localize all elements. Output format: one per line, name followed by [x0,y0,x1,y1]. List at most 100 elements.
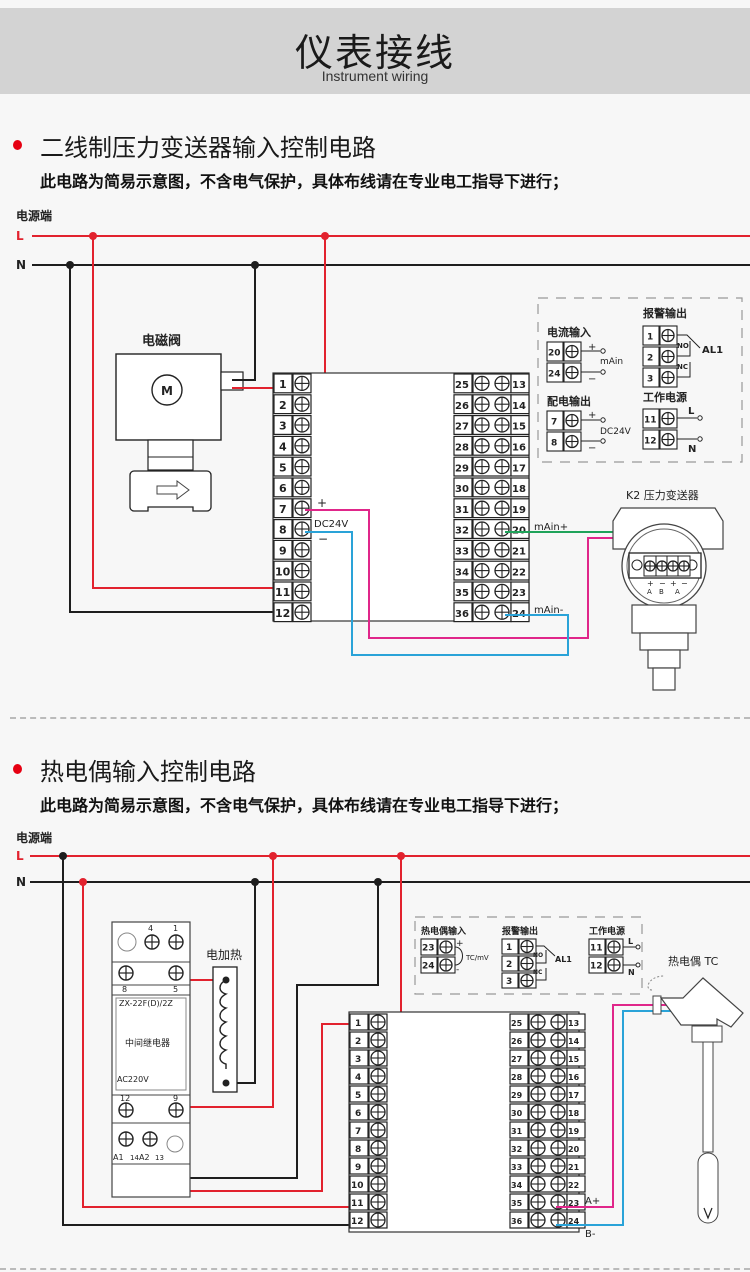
terminal-screw-icon [439,958,453,972]
terminal-screw-icon [565,413,579,428]
svg-text:13: 13 [512,380,526,391]
svg-text:7: 7 [279,503,287,516]
svg-text:2: 2 [355,1037,361,1047]
terminal-screw-icon [439,940,453,954]
transmitter-pin-label: A [647,588,652,596]
legend-terminal-7: 7 [546,410,582,431]
terminal-screw-icon [550,1014,566,1030]
terminal-screw-icon [370,1176,386,1192]
terminal-screw-icon [494,604,510,620]
pressure-transmitter-icon [612,507,724,691]
terminal-screw-icon [550,1104,566,1120]
terminal-screw-icon [294,500,310,516]
svg-text:电流输入: 电流输入 [547,325,591,339]
svg-text:热电偶输入: 热电偶输入 [421,925,466,937]
bullet-icon [13,764,22,774]
terminal-8: 8 [349,1139,388,1157]
page-subtitle: Instrument wiring [321,68,429,84]
svg-text:9: 9 [173,1094,178,1103]
terminal-screw-icon [565,344,579,359]
svg-text:32: 32 [511,1145,522,1154]
svg-text:12: 12 [275,607,290,620]
relay-model: ZX-22F(D)/2Z [119,999,173,1008]
svg-text:14: 14 [130,1154,139,1162]
svg-text:27: 27 [455,422,469,433]
terminal-5: 5 [273,456,312,477]
svg-text:22: 22 [568,1181,579,1190]
svg-text:35: 35 [511,1199,523,1208]
section1-title: 二线制压力变送器输入控制电路 [40,134,376,162]
terminal-screw-icon [530,1158,546,1174]
terminal-5: 5 [349,1085,388,1103]
legend-terminal-20: 20 [546,341,582,362]
svg-text:−: − [588,374,596,385]
svg-text:N: N [628,968,635,977]
terminal-screw-icon [494,542,510,558]
svg-text:5: 5 [173,985,178,994]
legend-terminal-1: 1 [642,325,678,346]
terminal-screw-icon [494,375,510,392]
svg-text:21: 21 [568,1163,580,1172]
terminal-11: 11 [349,1193,388,1211]
dc24v-label: DC24V [314,519,348,530]
terminal-11: 11 [273,581,312,602]
terminal-screw-icon [530,1176,546,1192]
legend-box [537,297,743,463]
relay-labels: 4 1 8 5 ZX-22F(D)/2Z 中间继电器 AC220V 12 9 A… [113,924,178,1162]
svg-text:33: 33 [511,1163,522,1172]
terminal-1: 1 [273,373,312,394]
svg-text:1: 1 [355,1019,361,1029]
terminal-9: 9 [349,1157,388,1175]
svg-text:NO: NO [533,952,543,959]
svg-text:23: 23 [512,588,526,599]
power-source-label: 电源端 [16,208,52,223]
wire-live-to-11 [92,236,300,589]
terminal-screw-icon [294,458,310,475]
terminal-screw-icon [474,417,490,433]
legend-terminal-23: 23 [420,938,456,956]
svg-text:11: 11 [590,944,603,954]
svg-text:2: 2 [647,354,653,364]
svg-text:16: 16 [512,443,526,454]
svg-text:10: 10 [351,1181,364,1191]
terminal-10: 10 [349,1175,388,1193]
svg-text:NC: NC [677,363,688,371]
svg-text:9: 9 [279,545,287,558]
svg-text:AL1: AL1 [702,345,723,356]
svg-text:27: 27 [511,1055,522,1064]
terminal-4: 4 [349,1067,388,1085]
terminal-screw-icon [294,396,310,412]
terminal-screw-icon [474,583,490,600]
terminal-screw-icon [661,411,675,426]
svg-text:19: 19 [568,1127,580,1136]
terminal-screw-icon [494,583,510,600]
terminal-7: 7 [349,1121,388,1139]
svg-text:18: 18 [512,484,526,495]
bullet-icon [13,140,22,150]
section1-note: 此电路为简易示意图，不含电气保护，具体布线请在专业电工指导下进行； [40,172,569,191]
terminal-screw-icon [370,1212,386,1228]
power-source-label: 电源端 [16,830,52,845]
svg-text:12: 12 [120,1094,130,1103]
svg-text:17: 17 [512,463,526,474]
svg-text:6: 6 [355,1109,361,1119]
svg-text:18: 18 [568,1109,580,1118]
svg-text:23: 23 [422,944,435,954]
terminal-screw-icon [494,417,510,433]
transmitter-label: K2 压力变送器 [626,488,699,502]
svg-text:-: - [456,965,459,975]
terminal-screw-icon [520,956,534,971]
terminal-7: 7 [273,498,312,519]
svg-text:M: M [161,384,173,398]
section2-diagram: 电源端 L N 4 1 8 5 ZX-22 [16,830,750,1240]
svg-text:L: L [628,937,633,946]
